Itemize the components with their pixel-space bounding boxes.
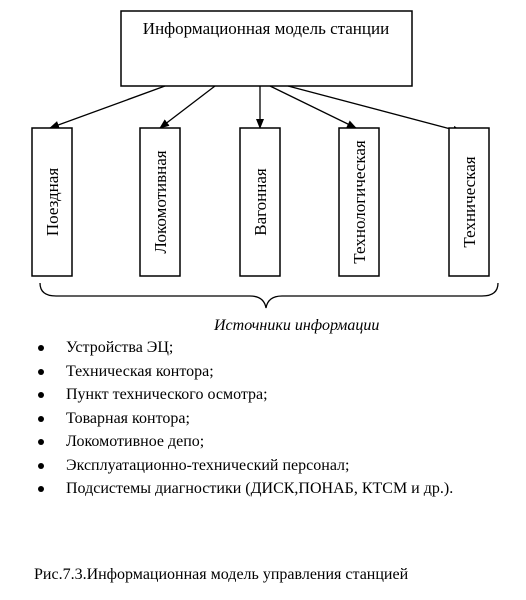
list-item: Подсистемы диагностики (ДИСК,ПОНАБ, КТСМ… (38, 477, 453, 501)
box-1-label: Поездная (43, 168, 62, 236)
box-4-label: Технологическая (350, 140, 369, 264)
list-item: Локомотивное депо; (38, 430, 453, 454)
sources-brace (39, 282, 499, 309)
list-item: Товарная контора; (38, 407, 453, 431)
arrow-to-box-4 (269, 85, 357, 129)
list-item: Пункт технического осмотра; (38, 383, 453, 407)
box-3 (239, 127, 281, 277)
box-3-label: Вагонная (251, 168, 270, 236)
sources-list: Устройства ЭЦ; Техническая контора; Пунк… (38, 336, 453, 501)
model-box (120, 10, 413, 87)
box-2-label: Локомотивная (151, 150, 170, 253)
list-item: Техническая контора; (38, 360, 453, 384)
list-item: Эксплуатационно-технический персонал; (38, 454, 453, 478)
figure-caption: Рис.7.3.Информационная модель управления… (34, 566, 409, 583)
box-5-label: Техническая (460, 156, 479, 247)
list-item: Устройства ЭЦ; (38, 336, 453, 360)
diagram: Информационная модель станции Поездная Л… (31, 10, 499, 334)
brace-label: Источники информации (213, 317, 379, 334)
box-4 (338, 127, 380, 277)
arrow-to-box-1 (49, 85, 166, 129)
model-title: Информационная модель станции (143, 19, 389, 38)
arrow-to-box-2 (159, 85, 216, 129)
box-1 (31, 127, 73, 277)
box-5 (448, 127, 490, 277)
box-2 (139, 127, 181, 277)
arrow-to-box-5 (287, 85, 463, 134)
